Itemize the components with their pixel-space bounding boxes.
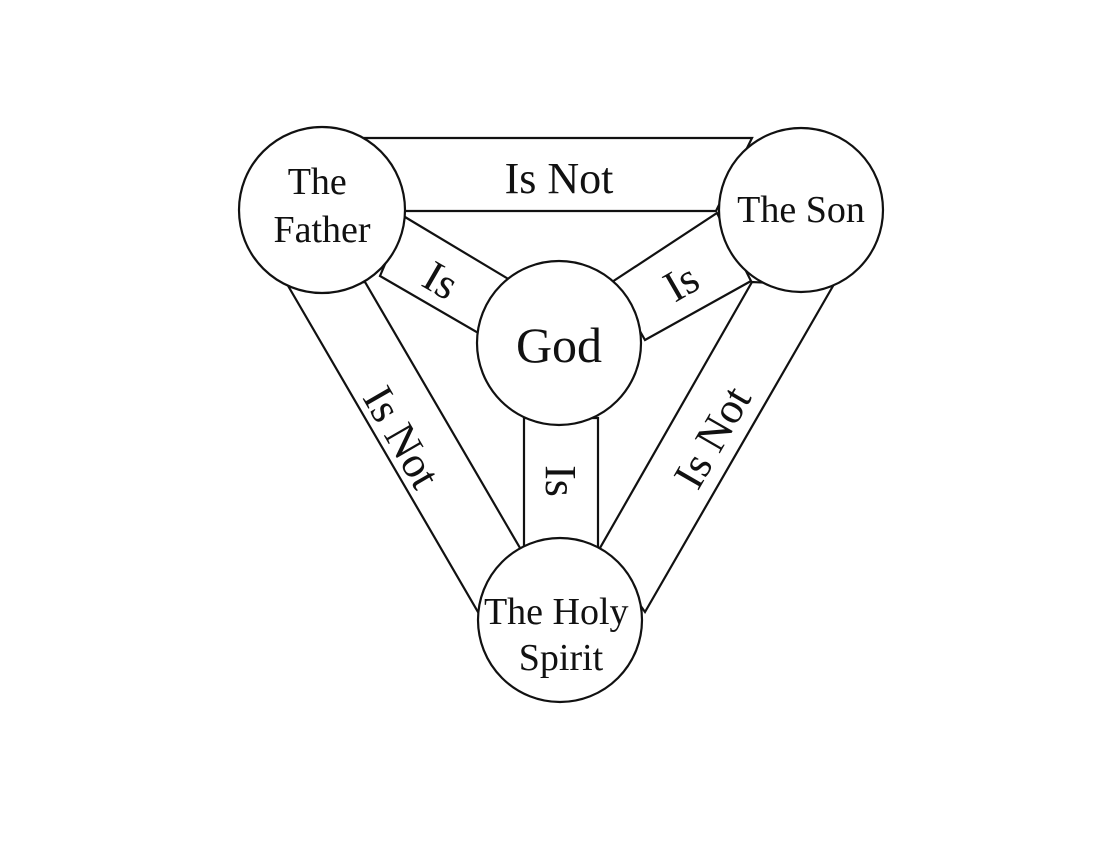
node-spirit bbox=[476, 536, 644, 704]
father-label-line2: Father bbox=[273, 209, 370, 251]
node-father bbox=[237, 125, 407, 295]
spirit-label-line2: Spirit bbox=[519, 637, 604, 679]
node-son bbox=[717, 126, 885, 294]
father-label-line1: The bbox=[288, 161, 347, 203]
edge-spirit-god-label: Is bbox=[536, 465, 585, 497]
node-father-label: The Father bbox=[273, 161, 370, 251]
node-god bbox=[475, 259, 643, 427]
spirit-label-line1: The Holy bbox=[484, 591, 629, 633]
node-son-label: The Son bbox=[737, 189, 865, 231]
node-spirit-label: The Holy Spirit bbox=[484, 591, 638, 679]
node-god-label: God bbox=[516, 317, 602, 373]
edge-father-son-label: Is Not bbox=[505, 154, 614, 203]
